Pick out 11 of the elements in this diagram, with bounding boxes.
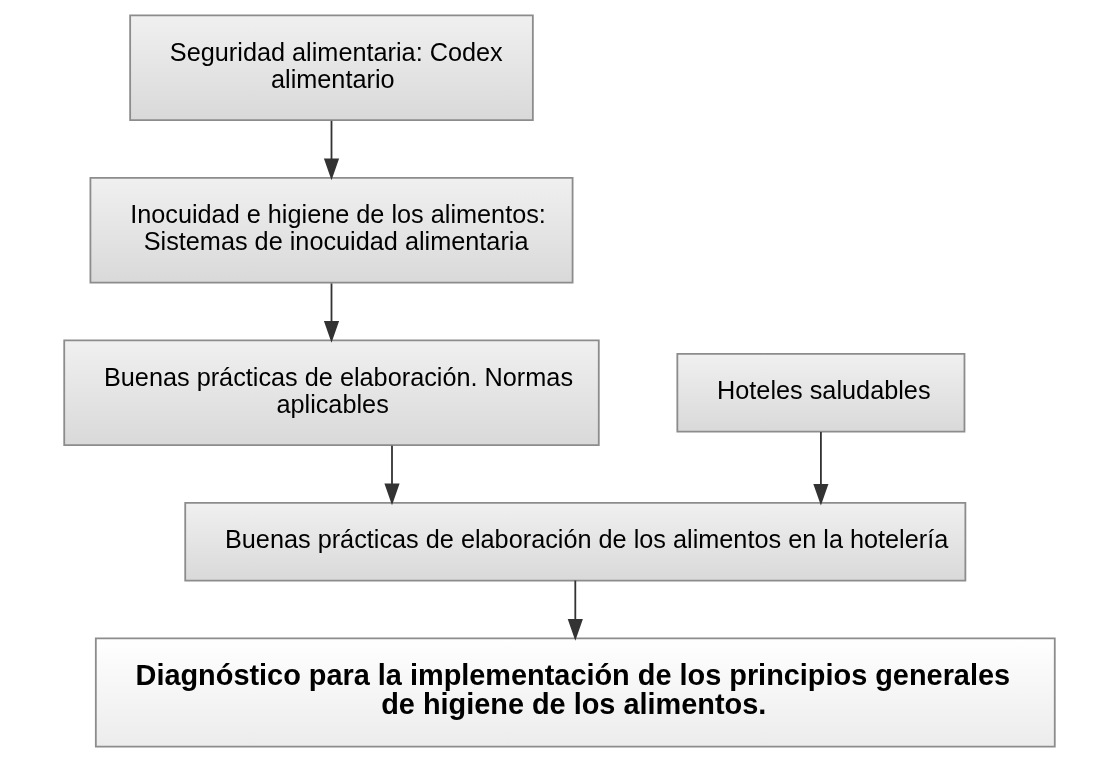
arrow — [323, 282, 340, 343]
node-box: Seguridad alimentaria: Codex alimentario — [129, 14, 534, 121]
arrow — [813, 431, 829, 506]
node-box: Buenas prácticas de elaboración. Normas aplicables — [63, 339, 600, 446]
arrow — [567, 579, 583, 641]
node-box: Inocuidad e higiene de los alimentos: Sistemas de inocuidad alimentaria — [89, 176, 574, 284]
node-box: Hoteles saludables — [676, 353, 966, 433]
node-box: Buenas prácticas de elaboración de los alimentos en la hotelería — [184, 502, 967, 582]
arrow — [384, 444, 400, 506]
node-box: Diagnóstico para la implementación de los principios generales de higiene de los alimentos. — [94, 637, 1056, 748]
arrow — [323, 120, 340, 181]
